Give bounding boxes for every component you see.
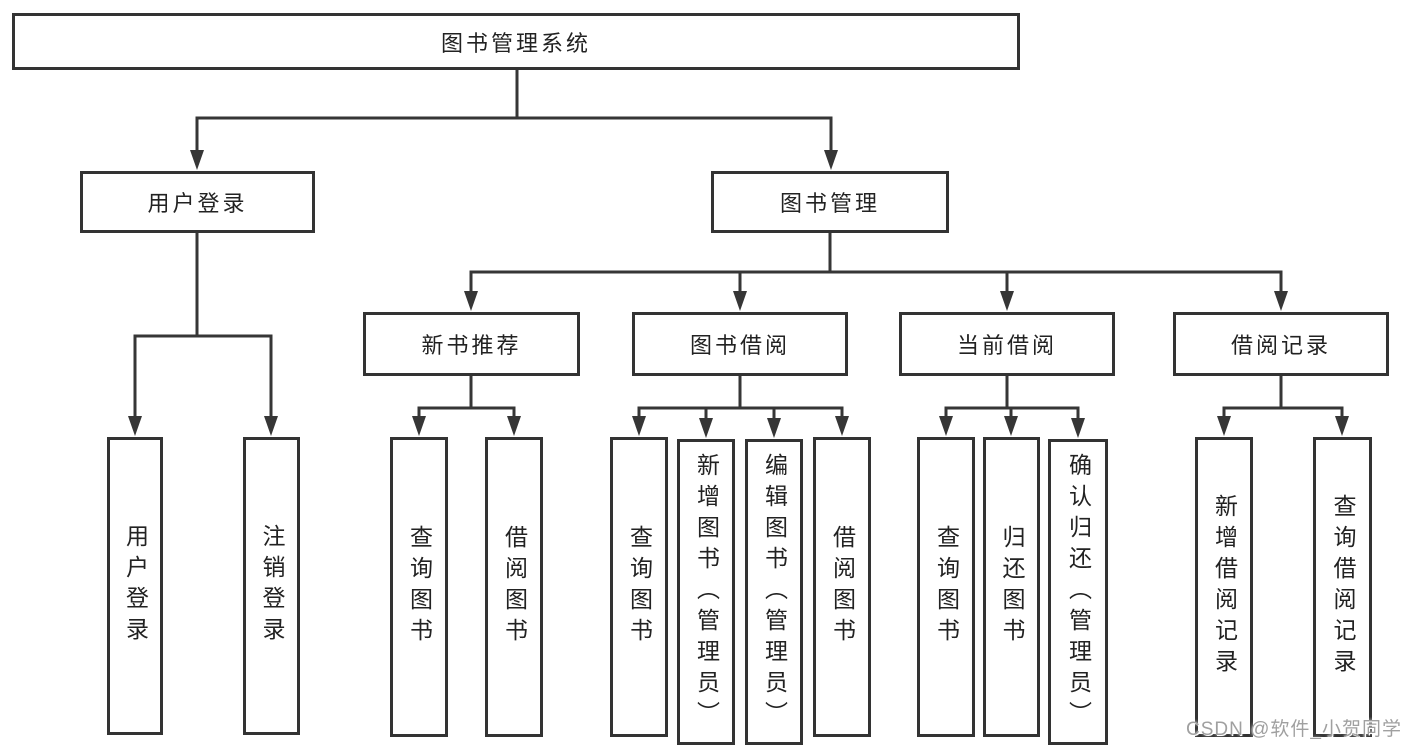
node-current-borrow: 当前借阅 — [899, 312, 1115, 376]
node-user-login-group: 用户登录 — [80, 171, 315, 233]
connector-user-login-branch — [128, 231, 278, 436]
node-leaf-query-books-recommend: 查询图书 — [390, 437, 448, 737]
node-leaf-add-book-admin: 新增图书（管理员） — [677, 439, 735, 745]
node-leaf-query-books-current: 查询图书 — [917, 437, 975, 737]
node-leaf-logout: 注销登录 — [243, 437, 300, 735]
node-leaf-borrow-books-recommend: 借阅图书 — [485, 437, 543, 737]
connector-borrow-records-branch — [1217, 374, 1349, 436]
node-leaf-borrow-books: 借阅图书 — [813, 437, 871, 737]
connector-book-borrow-branch — [632, 374, 849, 438]
node-leaf-confirm-return-admin: 确认归还（管理员） — [1048, 439, 1108, 745]
node-library-management-system: 图书管理系统 — [12, 13, 1020, 70]
node-leaf-add-borrow-record: 新增借阅记录 — [1195, 437, 1253, 737]
node-leaf-query-books-borrow: 查询图书 — [610, 437, 668, 737]
connector-book-management-to-level3 — [464, 231, 1288, 311]
node-new-book-recommend: 新书推荐 — [363, 312, 580, 376]
node-book-management: 图书管理 — [711, 171, 949, 233]
node-leaf-return-book: 归还图书 — [983, 437, 1040, 737]
node-leaf-edit-book-admin: 编辑图书（管理员） — [745, 439, 803, 745]
connector-new-book-branch — [412, 374, 521, 436]
node-borrow-records: 借阅记录 — [1173, 312, 1389, 376]
connector-current-borrow-branch — [939, 374, 1085, 438]
node-leaf-user-login: 用户登录 — [107, 437, 163, 735]
node-book-borrow: 图书借阅 — [632, 312, 848, 376]
connector-root-to-level2 — [190, 68, 838, 170]
csdn-watermark: CSDN @软件_小贺同学 — [1186, 719, 1402, 740]
node-leaf-query-borrow-record: 查询借阅记录 — [1313, 437, 1372, 737]
